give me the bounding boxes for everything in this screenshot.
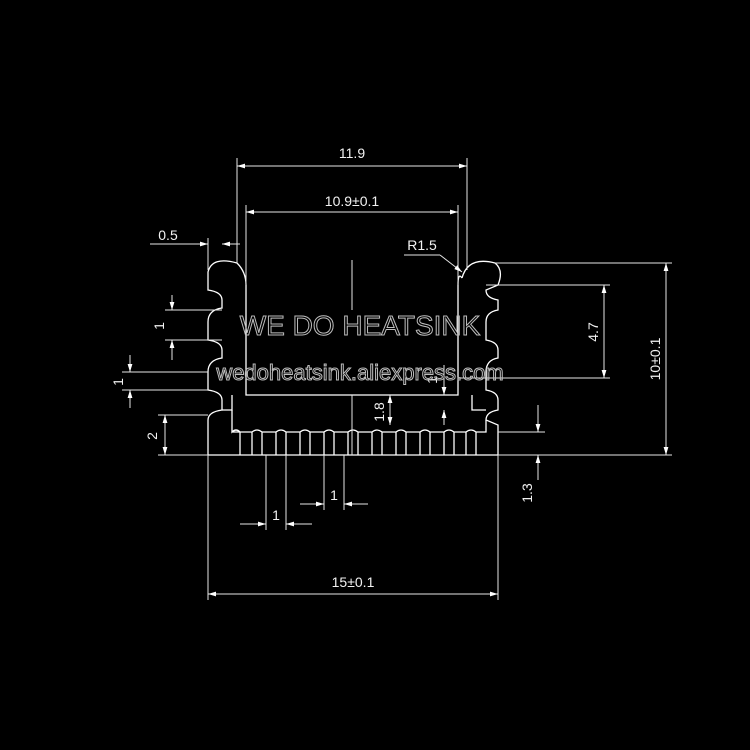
dim-wall-thickness: 0.5 [158, 227, 178, 243]
dim-side-fin-pitch: 1 [110, 378, 126, 386]
dim-outer-width-top: 11.9 [339, 145, 365, 161]
dim-bottom-fin-height: 1.3 [519, 483, 535, 503]
dim-total-height: 10±0.1 [647, 337, 663, 380]
left-lip [207, 260, 238, 455]
bottom-fins [208, 410, 498, 456]
dim-bottom-fin-width-b: 1 [330, 487, 338, 503]
dim-inner-width: 10.9±0.1 [325, 193, 380, 209]
dim-inner-height: 4.7 [585, 322, 601, 342]
dim-side-fin-width: 1 [151, 322, 167, 330]
dim-bottom-fin-width-a: 1 [272, 507, 280, 523]
watermark-brand: WE DO HEATSINK [240, 310, 481, 341]
dim-base-width: 15±0.1 [332, 574, 375, 590]
heatsink-profile [207, 260, 502, 456]
right-lip [461, 260, 502, 455]
dim-inner-wall: 1 [424, 376, 440, 384]
dim-corner-radius: R1.5 [407, 237, 437, 253]
dimension-lines [122, 158, 672, 600]
dim-base-thickness: 1.8 [371, 402, 387, 422]
dim-base-fin-height: 2 [144, 432, 160, 440]
watermark-store: wedoheatsink.aliexpress.com [215, 360, 503, 385]
base-top [222, 395, 486, 411]
